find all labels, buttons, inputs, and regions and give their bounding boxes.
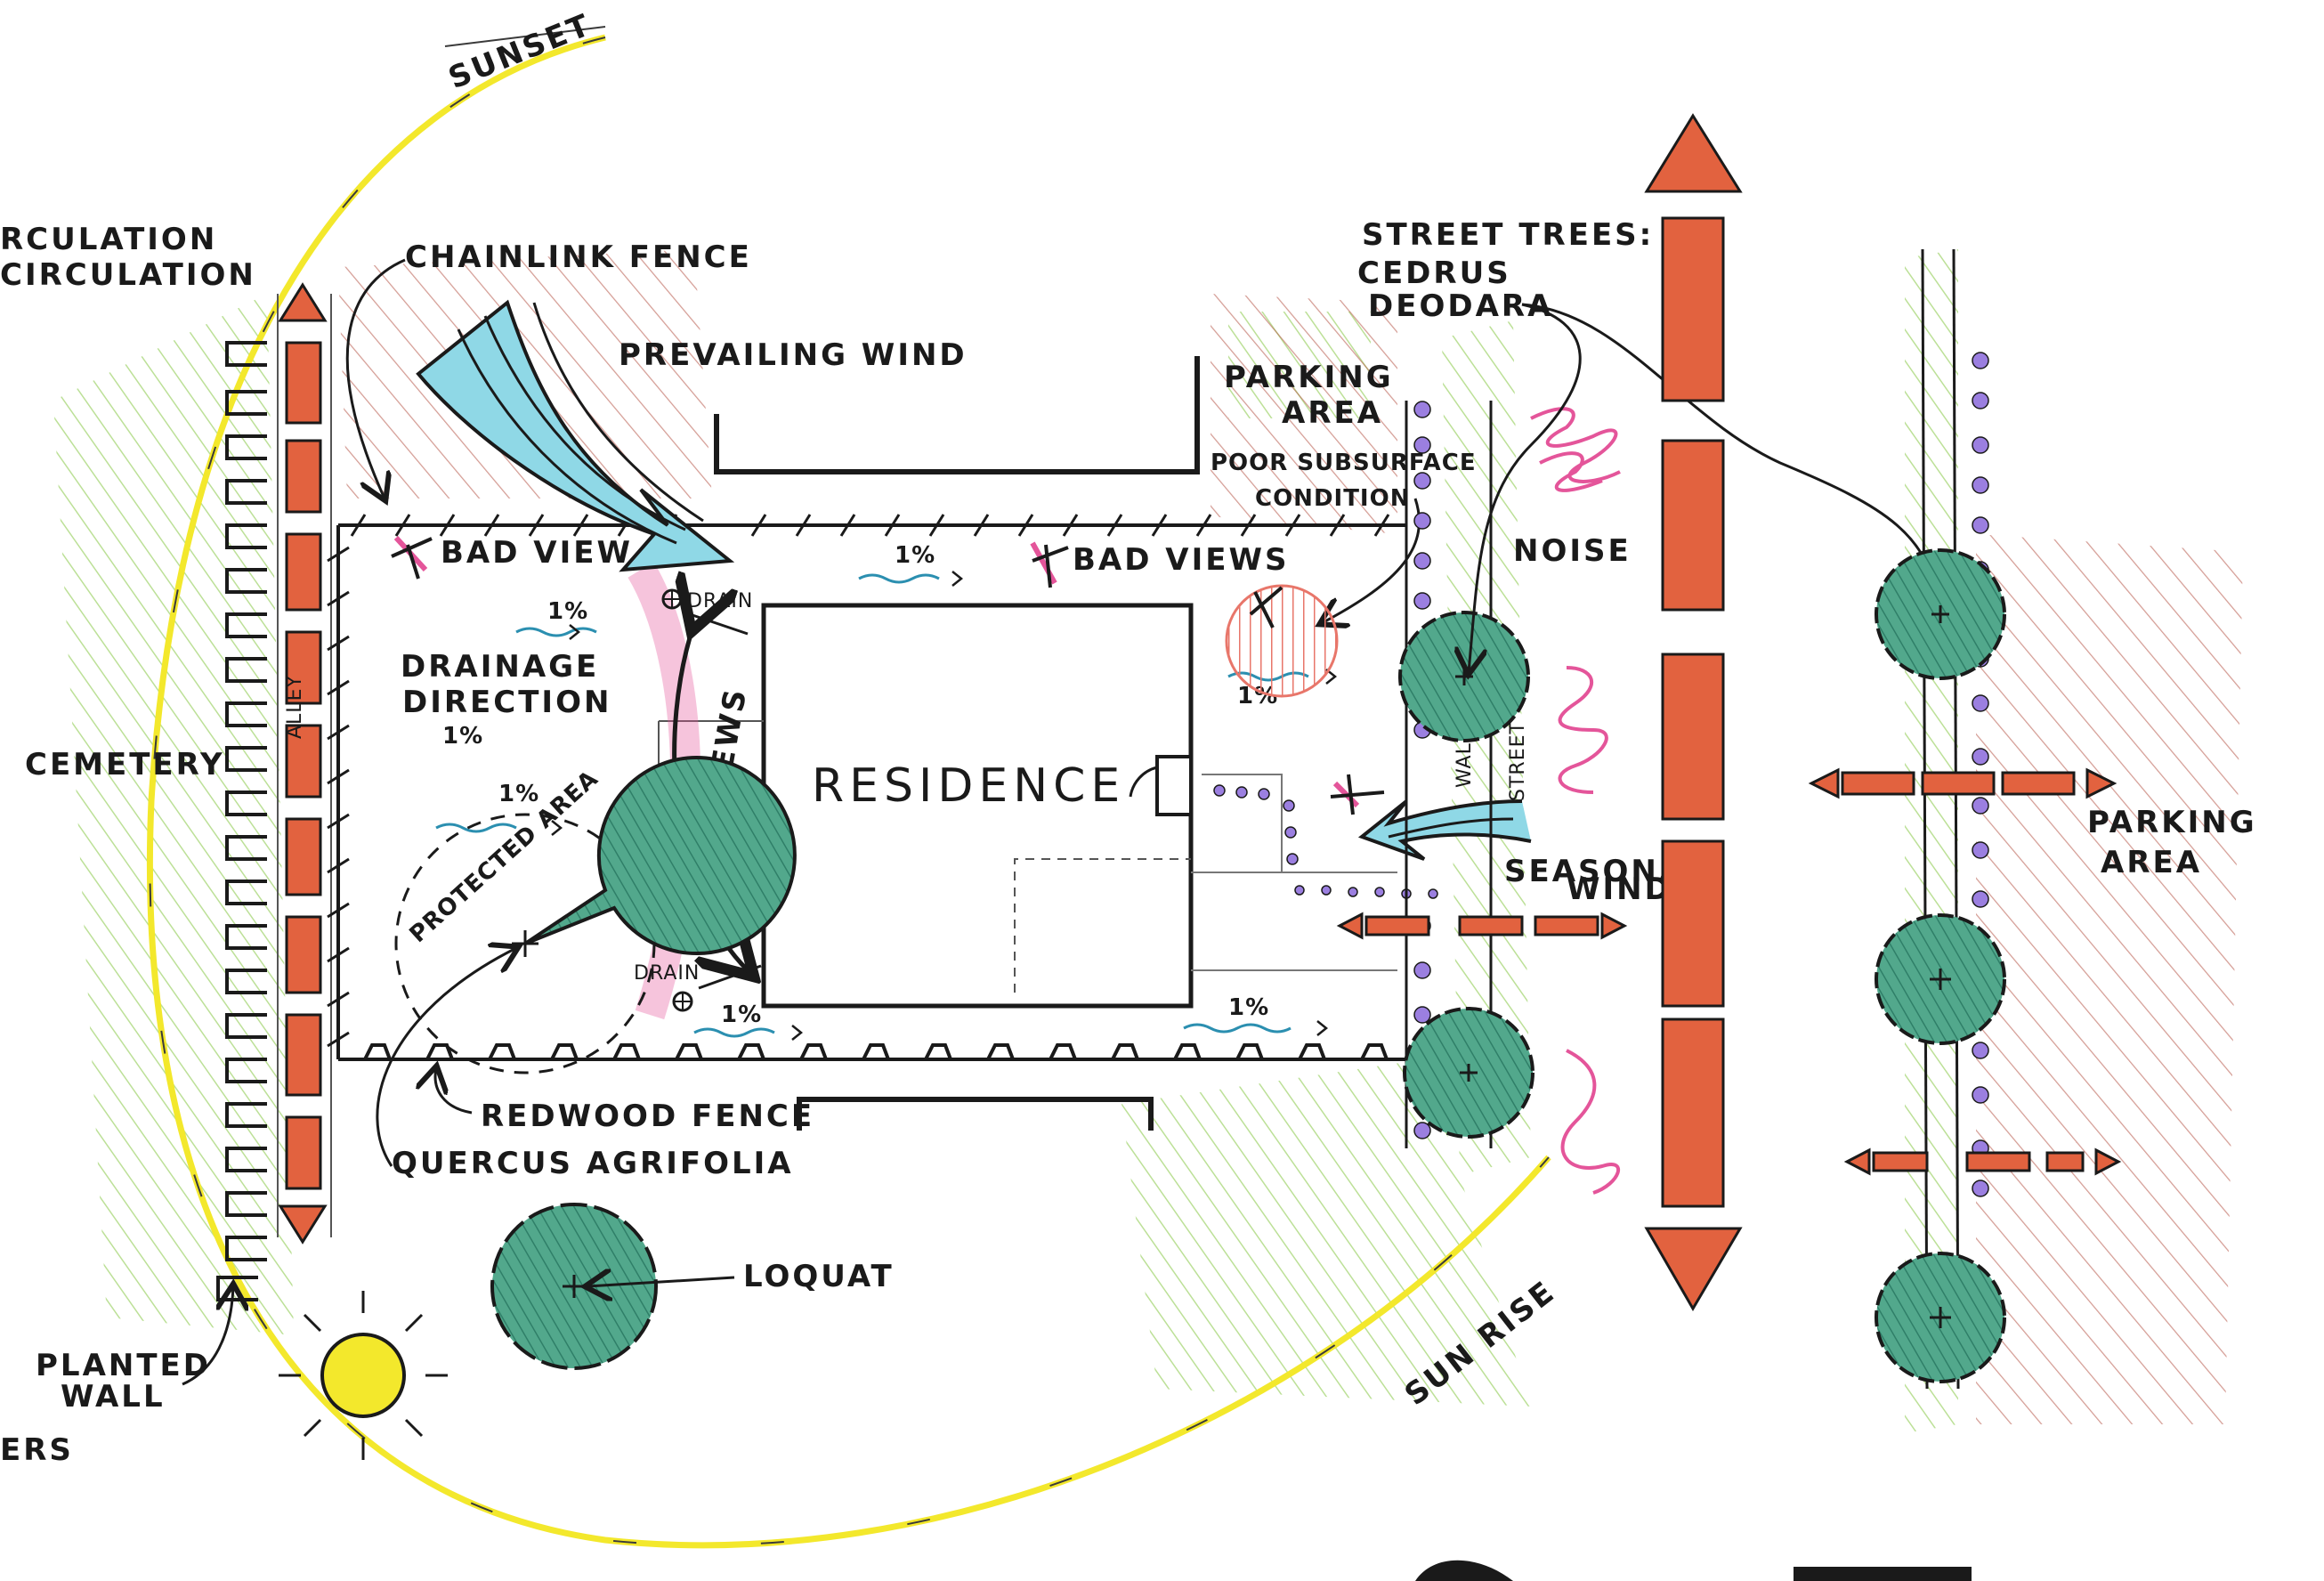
alley-label: ALLEY	[284, 675, 306, 739]
slope-label-3: 1%	[895, 542, 935, 569]
parking-area-label-top-2: AREA	[1282, 395, 1383, 431]
chainlink-fence-label: CHAINLINK FENCE	[405, 239, 752, 275]
redwood-fence	[338, 1045, 1406, 1059]
neighbor-building-top	[717, 356, 1197, 472]
circulation-label-2: CIRCULATION	[0, 257, 256, 293]
cemetery-label: CEMETERY	[25, 747, 225, 782]
street-tree-small-1	[1400, 612, 1528, 741]
drain-icon-bottom	[674, 993, 692, 1010]
drain-leader-bottom	[699, 966, 761, 988]
noise-label: NOISE	[1513, 533, 1632, 569]
bad-view-marker-left	[392, 538, 432, 579]
street-tree-large-1	[1876, 550, 2004, 678]
slope-label-4: 1%	[721, 1001, 762, 1028]
drain-leader-top	[690, 614, 748, 634]
ers-label: ERS	[0, 1432, 74, 1468]
drainage-label-2: DIRECTION	[402, 685, 611, 720]
drainage-slope-label: 1%	[442, 723, 483, 750]
quercus-label: QUERCUS AGRIFOLIA	[392, 1146, 794, 1181]
drainage-label-1: DRAINAGE	[401, 649, 599, 685]
planted-wall-label-2: WALL	[61, 1379, 166, 1415]
bad-views-label: BAD VIEWS	[1073, 542, 1289, 578]
redwood-fence-label: REDWOOD FENCE	[481, 1099, 814, 1134]
sunset-label: SUNSET	[443, 7, 596, 97]
drain-icon-top	[663, 590, 681, 608]
residence-label: RESIDENCE	[812, 759, 1125, 813]
noise-squiggles	[1531, 409, 1620, 1193]
street-trees-label-2: CEDRUS	[1357, 255, 1511, 291]
bad-view-label: BAD VIEW	[441, 535, 633, 571]
poor-subsurface-label-2: CONDITION	[1255, 485, 1410, 512]
circulation-label-1: RCULATION	[0, 222, 217, 257]
quercus-agrifolia-tree	[512, 758, 795, 957]
prevailing-wind-label: PREVAILING WIND	[619, 337, 968, 373]
bad-views-marker-top	[1032, 543, 1068, 588]
slope-label-2: 1%	[498, 781, 539, 807]
bottom-partial-shape	[1415, 1561, 1513, 1581]
loquat-tree	[492, 1204, 656, 1368]
parking-area-label-right-2: AREA	[2101, 845, 2202, 880]
drain-label-bottom: DRAIN	[634, 962, 700, 985]
poor-subsurface-label-1: POOR SUBSURFACE	[1211, 450, 1477, 476]
planted-wall-label-1: PLANTED	[36, 1348, 211, 1383]
slope-label-5: 1%	[1228, 994, 1269, 1021]
slope-label-1: 1%	[547, 598, 588, 625]
redwood-fence-leader	[435, 1068, 472, 1113]
poor-subsurface-zone	[1227, 586, 1337, 696]
street-label: STREET	[1507, 721, 1529, 801]
loquat-label: LOQUAT	[743, 1259, 895, 1294]
street-tree-large-3	[1876, 1253, 2004, 1382]
parking-area-label-top-1: PARKING	[1224, 360, 1394, 395]
street-circulation-bar	[1647, 116, 1740, 1309]
drain-label-top: DRAIN	[687, 590, 753, 612]
street-tree-small-2	[1405, 1009, 1533, 1137]
seasonal-winds-x-marker	[1331, 774, 1384, 815]
bottom-partial-bar	[1794, 1567, 1972, 1581]
street-trees-label-1: STREET TREES:	[1362, 217, 1654, 253]
neighbor-building-bottom	[799, 1099, 1151, 1131]
parking-area-label-right-1: PARKING	[2087, 805, 2257, 840]
street-tree-large-2	[1876, 915, 2004, 1043]
